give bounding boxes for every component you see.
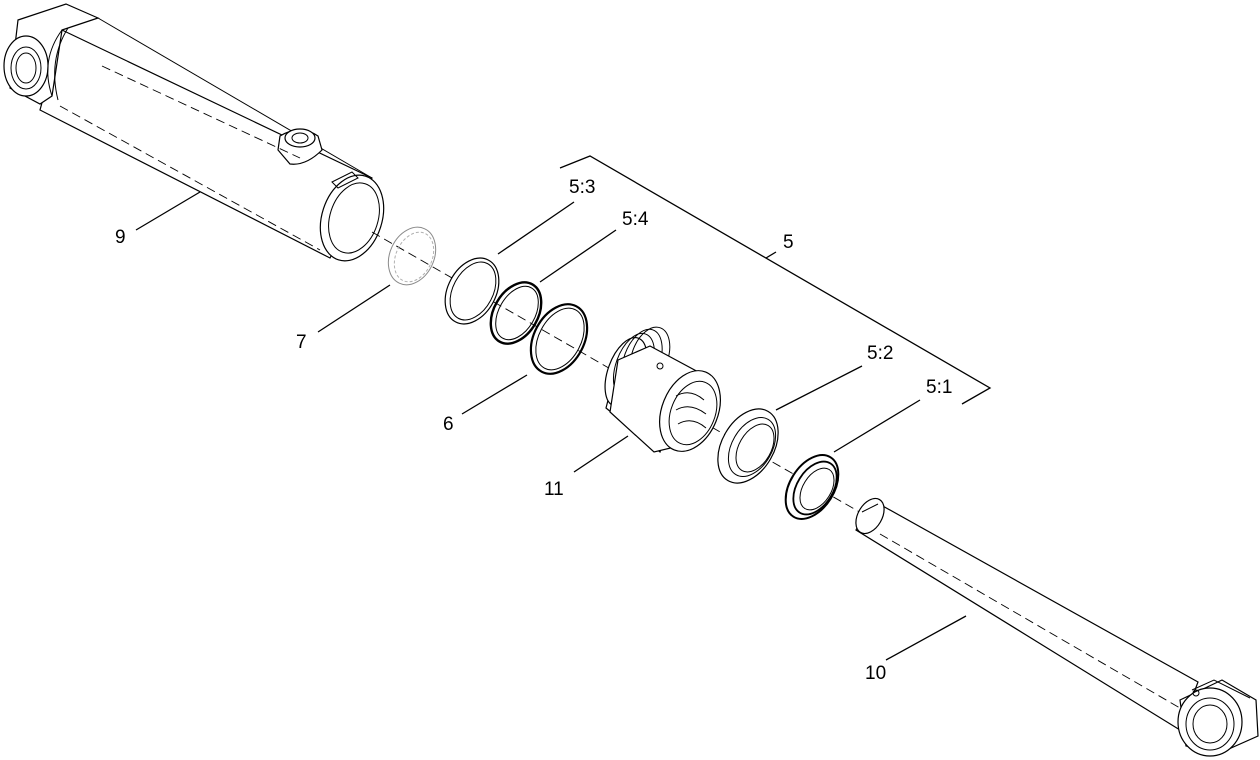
callout-5-3: 5:3 xyxy=(569,177,595,198)
callout-5-4: 5:4 xyxy=(622,209,649,230)
gland-head xyxy=(604,326,721,454)
leader-7 xyxy=(317,284,391,333)
o-ring-6 xyxy=(529,303,589,375)
callout-5-1: 5:1 xyxy=(926,377,952,398)
callout-5-2: 5:2 xyxy=(867,343,893,364)
leader-5 xyxy=(765,251,777,259)
o-ring-5-4 xyxy=(489,281,543,345)
callout-7: 7 xyxy=(296,332,307,353)
piston-rod xyxy=(855,497,1259,757)
leader-9 xyxy=(135,191,201,231)
callout-9: 9 xyxy=(115,227,126,248)
callout-6: 6 xyxy=(443,414,454,435)
seal-ring-5-3 xyxy=(444,257,500,325)
leader-10 xyxy=(885,615,967,661)
leader-11 xyxy=(573,435,629,473)
leader-6 xyxy=(461,374,528,415)
callout-10: 10 xyxy=(865,663,886,684)
bearing-ring-5-2 xyxy=(717,408,779,484)
backup-ring xyxy=(387,226,437,286)
leader-5-4 xyxy=(539,229,617,283)
cylinder-barrel xyxy=(3,3,385,262)
leader-5-3 xyxy=(497,201,575,255)
leader-5-2 xyxy=(775,365,863,411)
rod-seal-5-1 xyxy=(784,454,840,520)
callout-5: 5 xyxy=(783,232,794,253)
kit-5-bracket xyxy=(559,155,992,405)
callout-11: 11 xyxy=(544,479,564,500)
leader-5-1 xyxy=(833,399,921,453)
